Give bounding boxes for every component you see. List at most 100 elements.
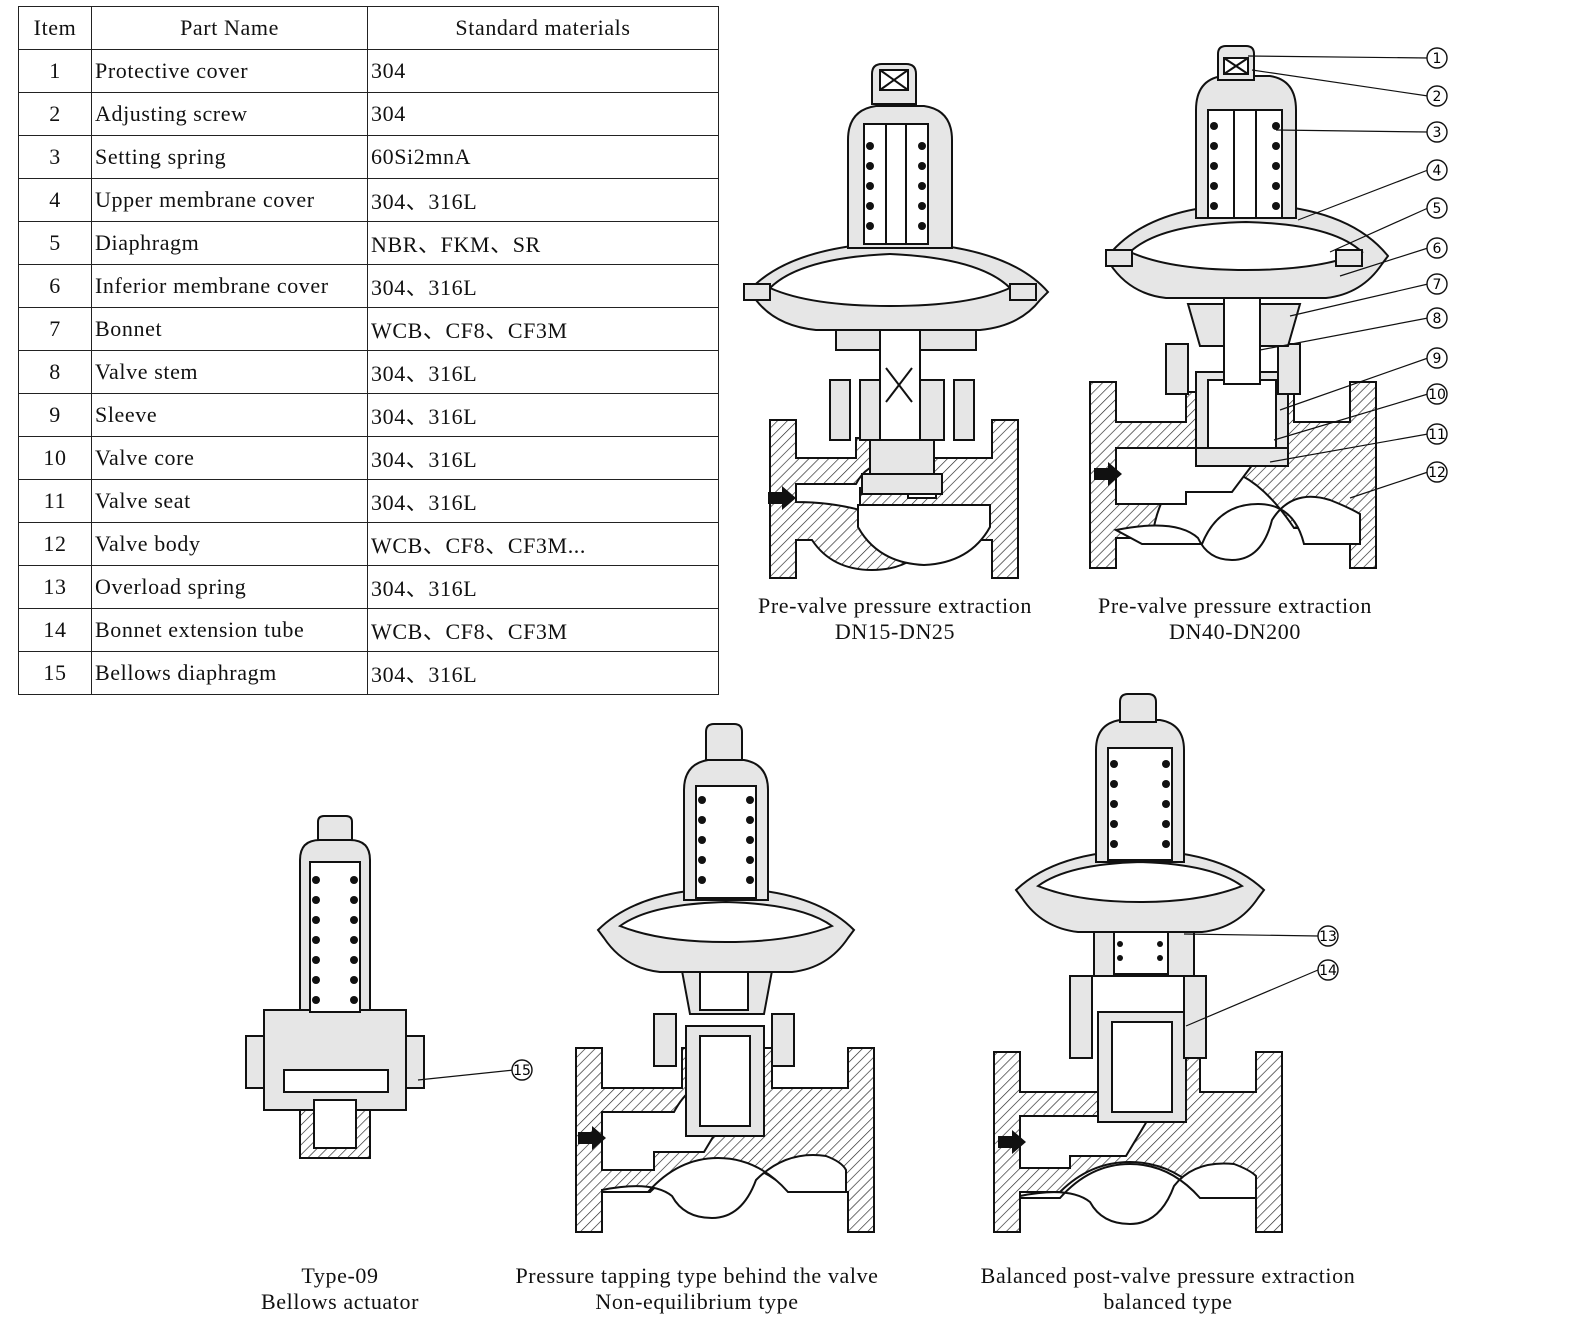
cell-item: 2 [18,92,92,136]
callout-number: 1 [1433,51,1442,67]
callout-4: 4 [1426,159,1448,181]
cell-part-name: Protective cover [91,49,368,93]
callout-number: 11 [1428,427,1446,443]
callout-number: 15 [513,1063,531,1079]
callout-circle [1317,959,1339,981]
cell-item: 15 [18,651,92,695]
callout-12: 12 [1426,461,1448,483]
callout-8: 8 [1426,307,1448,329]
callout-1: 1 [1426,47,1448,69]
cell-part-name: Valve body [91,522,368,566]
callout-13: 13 [1317,925,1339,947]
cell-material: 304 [367,49,719,93]
cell-part-name: Diaphragm [91,221,368,265]
cell-item: 12 [18,522,92,566]
cell-item: 11 [18,479,92,523]
cell-part-name: Overload spring [91,565,368,609]
cell-item: 13 [18,565,92,609]
header-item: Item [18,6,92,50]
cell-material: 60Si2mnA [367,135,719,179]
cell-material: WCB、CF8、CF3M [367,307,719,351]
callout-circle [1426,159,1448,181]
caption-line-2: DN15-DN25 [834,619,956,644]
header-part-name: Part Name [91,6,368,50]
cell-item: 14 [18,608,92,652]
cell-part-name: Valve core [91,436,368,480]
callout-number: 4 [1433,163,1442,179]
callout-circle [1426,383,1448,405]
cell-material: 304、316L [367,178,719,222]
valve-diagram-type-09 [245,815,515,1159]
caption-line-1: Type-09 [301,1263,379,1288]
caption-dn15-dn25: Pre-valve pressure extraction DN15-DN25 [740,593,1050,645]
callout-circle [1426,423,1448,445]
callout-circle [1317,925,1339,947]
header-standard-materials: Standard materials [367,6,719,50]
cell-part-name: Setting spring [91,135,368,179]
caption-line-1: Pressure tapping type behind the valve [515,1263,879,1288]
caption-line-2: Bellows actuator [260,1289,420,1314]
callout-circle [1426,85,1448,107]
callout-14: 14 [1317,959,1339,981]
callout-number: 3 [1433,125,1442,141]
cell-material: 304 [367,92,719,136]
callout-3: 3 [1426,121,1448,143]
caption-type-09: Type-09 Bellows actuator [230,1263,450,1315]
callout-number: 13 [1319,929,1337,945]
callout-number: 9 [1433,351,1442,367]
callout-number: 5 [1433,201,1442,217]
valve-diagram-dn40-dn200 [1089,45,1429,569]
cell-item: 4 [18,178,92,222]
cell-material: 304、316L [367,350,719,394]
caption-balanced-post-valve: Balanced post-valve pressure extraction … [954,1263,1382,1315]
callout-circle [511,1059,533,1081]
caption-dn40-dn200: Pre-valve pressure extraction DN40-DN200 [1080,593,1390,645]
valve-diagram-dn15-dn25 [743,63,1050,579]
valve-diagram-balanced-post-valve [993,693,1319,1233]
callout-circle [1426,47,1448,69]
caption-line-1: Balanced post-valve pressure extraction [980,1263,1356,1288]
cell-material: 304、316L [367,436,719,480]
callout-9: 9 [1426,347,1448,369]
cell-material: 304、316L [367,479,719,523]
caption-line-2: DN40-DN200 [1169,619,1301,644]
cell-item: 5 [18,221,92,265]
cell-part-name: Valve stem [91,350,368,394]
cell-part-name: Upper membrane cover [91,178,368,222]
callout-11: 11 [1426,423,1448,445]
callout-10: 10 [1426,383,1448,405]
callout-circle [1426,347,1448,369]
callout-7: 7 [1426,273,1448,295]
callout-number: 7 [1433,277,1442,293]
callout-15: 15 [511,1059,533,1081]
cell-part-name: Bellows diaphragm [91,651,368,695]
caption-line-2: balanced type [1103,1289,1233,1314]
callout-5: 5 [1426,197,1448,219]
cell-material: WCB、CF8、CF3M... [367,522,719,566]
callout-number: 12 [1428,465,1446,481]
cell-material: 304、316L [367,393,719,437]
cell-part-name: Bonnet extension tube [91,608,368,652]
callout-circle [1426,121,1448,143]
callout-number: 10 [1428,387,1446,403]
cell-part-name: Inferior membrane cover [91,264,368,308]
caption-line-1: Pre-valve pressure extraction [758,593,1032,618]
caption-post-valve-non-equilibrium: Pressure tapping type behind the valve N… [490,1263,904,1315]
caption-line-2: Non-equilibrium type [595,1289,799,1314]
callout-circle [1426,273,1448,295]
callout-circle [1426,307,1448,329]
callout-6: 6 [1426,237,1448,259]
callout-number: 8 [1433,311,1442,327]
